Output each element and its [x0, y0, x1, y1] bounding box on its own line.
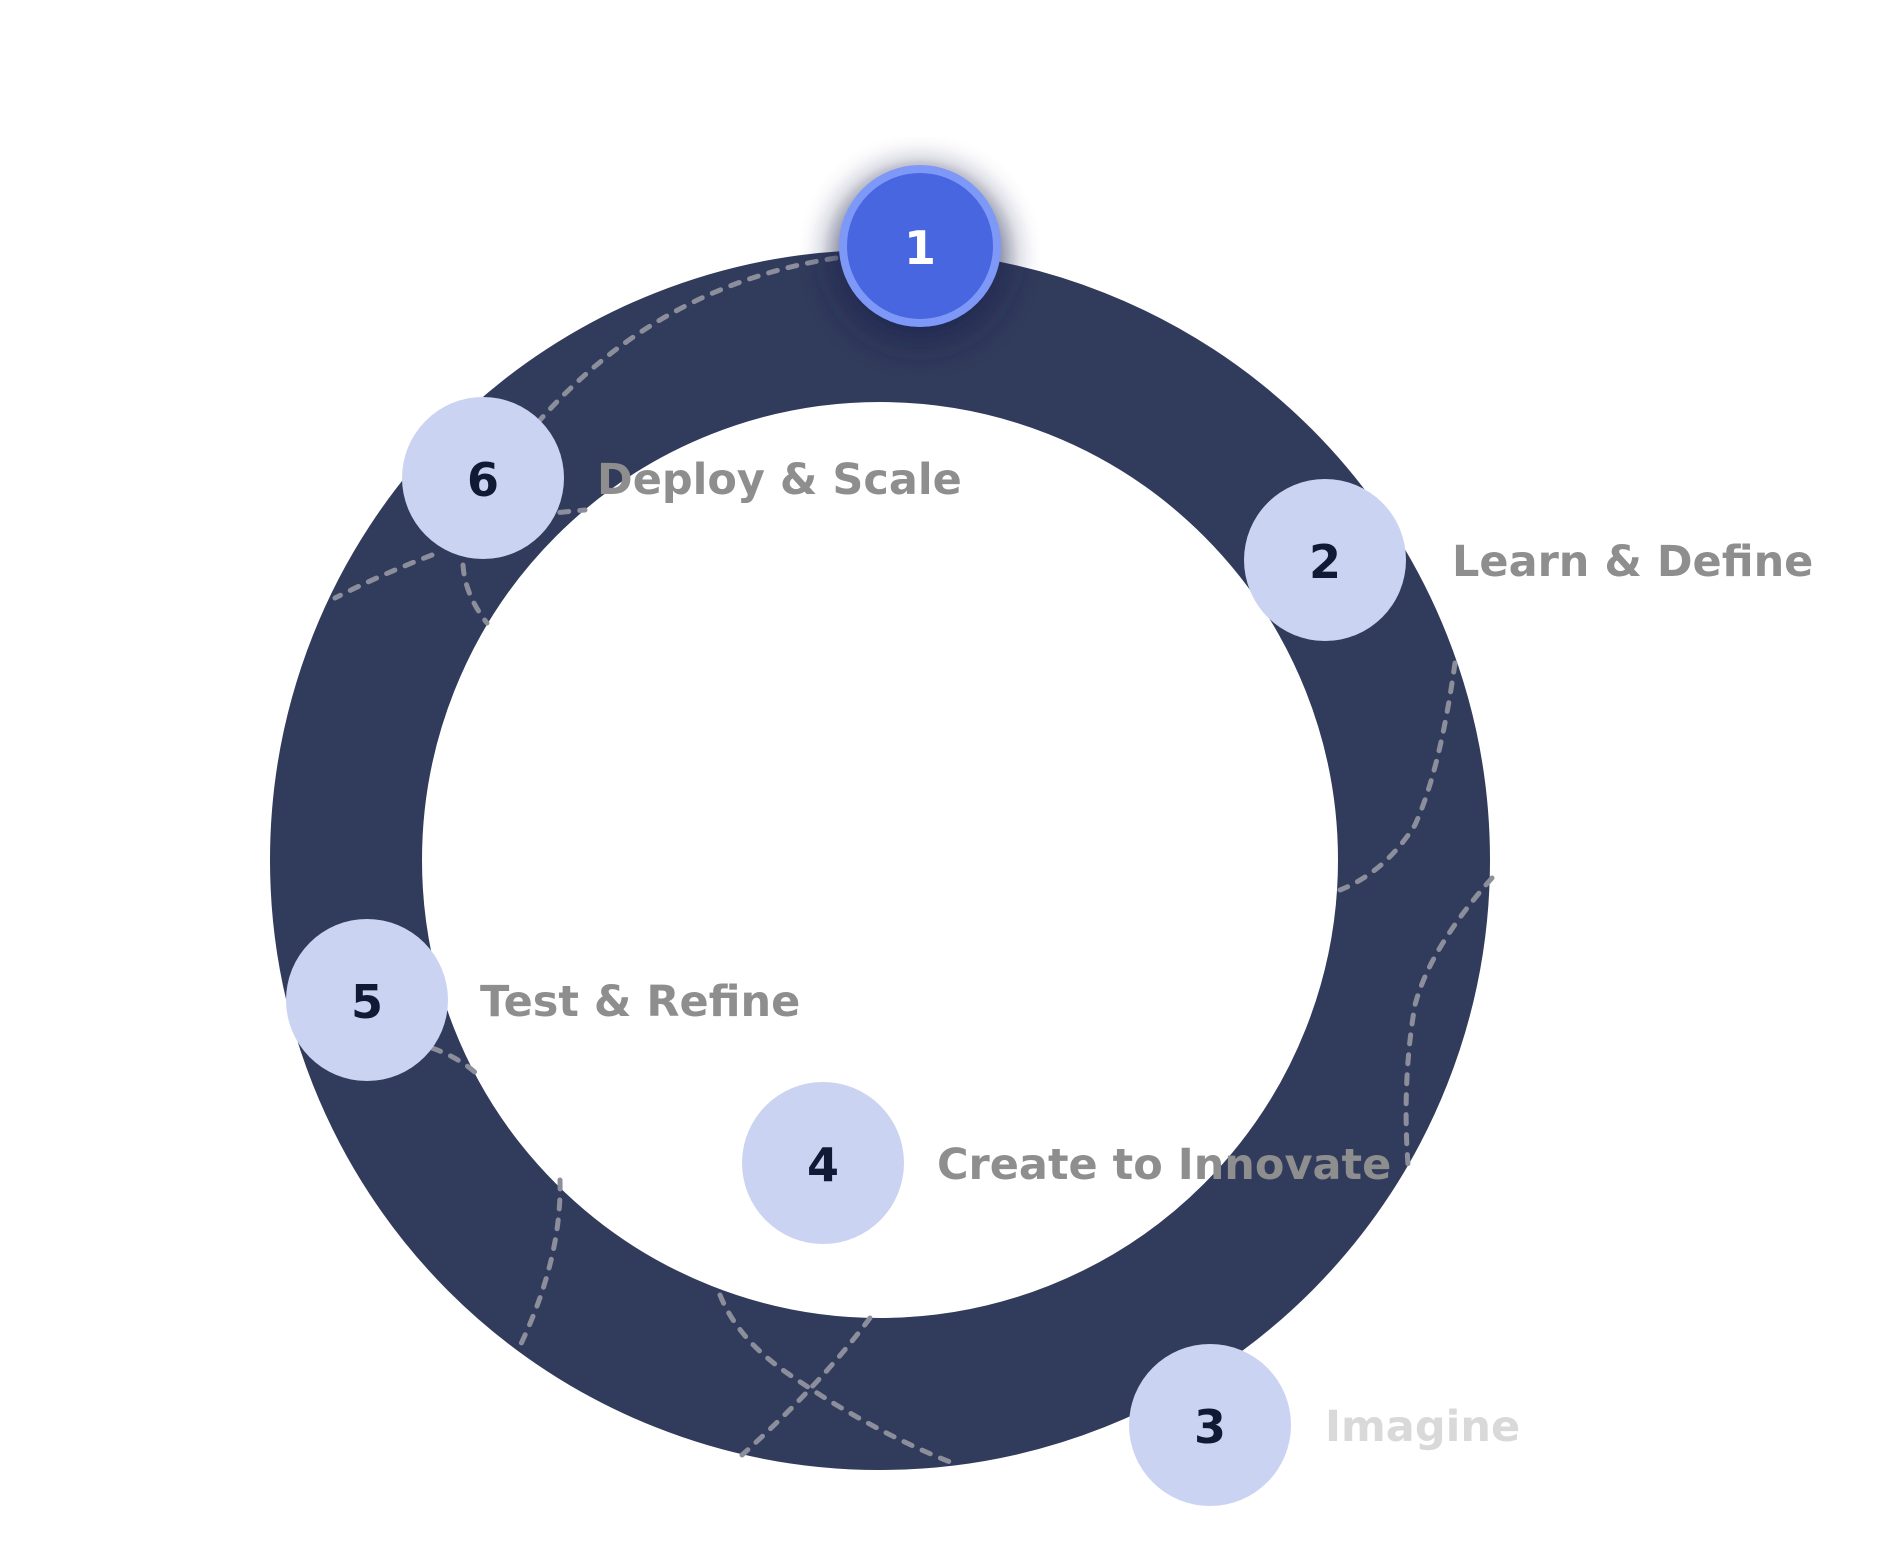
step-label-2[interactable]: Learn & Define: [1452, 537, 1813, 587]
step-label-5[interactable]: Test & Refine: [480, 977, 800, 1027]
path-left-bottom: [515, 1177, 563, 1353]
step-number-5: 5: [351, 975, 383, 1029]
path-bottom-cross-b: [739, 1315, 873, 1458]
step-number-2: 2: [1309, 535, 1341, 589]
step-node-2[interactable]: 2: [1244, 479, 1406, 641]
path-5-inner: [429, 1045, 481, 1078]
step-nodes: 1 2 Learn & Define 3 Imagine 4 Create to Innov…: [286, 165, 1813, 1506]
path-6-down: [460, 562, 490, 626]
step-number-1: 1: [904, 221, 936, 275]
step-label-4[interactable]: Create to Innovate: [937, 1140, 1391, 1190]
step-label-3[interactable]: Imagine: [1325, 1402, 1520, 1452]
step-circle-5[interactable]: [286, 919, 448, 1081]
path-1-to-6: [537, 255, 839, 423]
step-circle-2[interactable]: [1244, 479, 1406, 641]
step-number-4: 4: [807, 1138, 839, 1192]
step-node-4[interactable]: 4: [742, 1082, 904, 1244]
step-node-6[interactable]: 6: [402, 397, 564, 559]
connection-paths: [332, 255, 1495, 1465]
path-2-down: [1337, 660, 1458, 893]
path-right-to-3: [1403, 875, 1495, 1168]
step-number-6: 6: [467, 453, 499, 507]
path-bottom-cross-a: [717, 1292, 953, 1465]
step-circle-4[interactable]: [742, 1082, 904, 1244]
step-node-3[interactable]: 3: [1129, 1344, 1291, 1506]
step-number-3: 3: [1194, 1400, 1226, 1454]
step-node-5[interactable]: 5: [286, 919, 448, 1081]
step-circle-3[interactable]: [1129, 1344, 1291, 1506]
step-circle-1[interactable]: [839, 165, 1001, 327]
step-label-6[interactable]: Deploy & Scale: [597, 455, 962, 505]
step-node-1[interactable]: 1: [833, 165, 1007, 343]
step-circle-6[interactable]: [402, 397, 564, 559]
